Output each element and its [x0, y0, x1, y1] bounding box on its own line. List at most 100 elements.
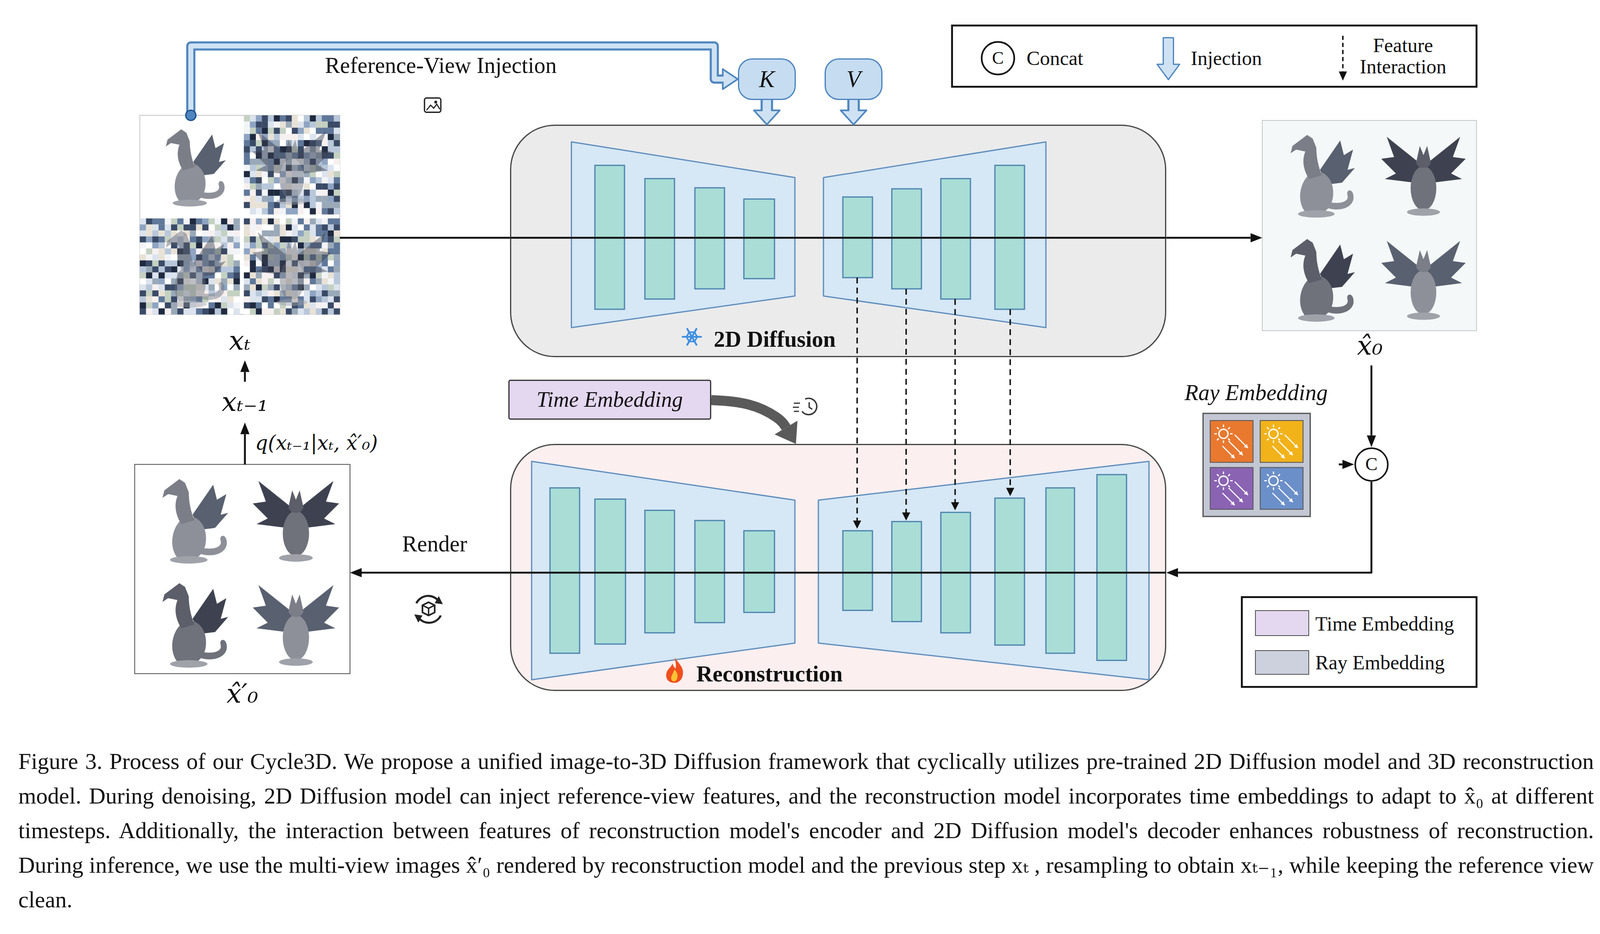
- noise-pixel: [267, 202, 275, 209]
- noise-pixel: [327, 254, 335, 261]
- network-block: [995, 497, 1025, 645]
- noise-pixel: [333, 158, 340, 165]
- label-holder: q(xₜ₋₁|xₜ, x̂′₀): [255, 431, 378, 455]
- noise-pixel: [261, 290, 268, 297]
- noise-pixel: [273, 121, 280, 128]
- noise-pixel: [250, 121, 257, 128]
- noise-pixel: [333, 165, 340, 172]
- rendered-views-image: x̂′₀: [134, 464, 350, 714]
- noise-pixel: [321, 290, 328, 297]
- noise-pixel: [285, 236, 293, 243]
- noise-pixel: [250, 260, 257, 267]
- noise-pixel: [202, 218, 209, 225]
- noise-pixel: [208, 224, 215, 231]
- noise-pixel: [190, 308, 197, 315]
- noise-pixel: [215, 302, 222, 309]
- noise-pixel: [146, 308, 153, 315]
- ray-head: [1238, 497, 1243, 503]
- noise-pixel: [291, 230, 298, 237]
- sun-ray: [1278, 427, 1280, 429]
- ray-head: [1243, 490, 1248, 495]
- connector-group: [350, 567, 510, 578]
- concat-circle: C: [1354, 447, 1389, 482]
- noise-pixel: [297, 115, 305, 122]
- noise-pixel: [158, 308, 165, 315]
- flow-line: [510, 236, 1166, 239]
- noise-pixel: [273, 230, 280, 237]
- dragon-body: [282, 615, 310, 660]
- noise-pixel: [310, 202, 317, 209]
- noise-pixel: [285, 133, 293, 140]
- ray-line: [1222, 445, 1235, 458]
- noise-pixel: [327, 158, 335, 165]
- noise-pixel: [158, 290, 165, 297]
- dragon-base: [276, 197, 308, 205]
- noisy-input-image: xₜ: [140, 115, 340, 361]
- noise-pixel: [255, 121, 263, 128]
- noise-pixel: [140, 308, 147, 315]
- noise-pixel: [303, 183, 310, 190]
- noise-pixel: [310, 121, 317, 128]
- noise-pixel: [333, 260, 340, 267]
- noise-pixel: [297, 308, 305, 315]
- noise-pixel: [250, 284, 257, 291]
- noise-pixel: [261, 284, 268, 291]
- dragon-body: [172, 620, 206, 664]
- diffusion-panel: 2D Diffusion: [510, 124, 1167, 358]
- noise-pixel: [221, 218, 228, 225]
- noise-pixel: [140, 254, 147, 261]
- noise-pixel: [273, 308, 280, 315]
- noise-pixel: [333, 195, 340, 203]
- ray-line: [1272, 492, 1285, 505]
- noise-pixel: [291, 236, 298, 243]
- feature-interaction-head: [1006, 487, 1015, 497]
- noise-pixel: [255, 290, 263, 297]
- sun-ray: [1230, 432, 1233, 435]
- noise-pixel: [243, 189, 250, 196]
- dragon-base: [276, 298, 308, 306]
- render-arrow: [361, 571, 511, 574]
- noise-pixel: [233, 308, 240, 315]
- legend-swatch: [1255, 610, 1310, 636]
- dragon-figure: [162, 478, 229, 564]
- noise-pixel: [327, 202, 335, 209]
- noise-pixel: [310, 195, 317, 203]
- noise-pixel: [280, 224, 287, 231]
- connector-label: q(xₜ₋₁|xₜ, x̂′₀): [255, 431, 378, 455]
- dragon-body: [172, 516, 206, 560]
- dragon-base: [1297, 314, 1335, 322]
- noise-pixel: [297, 236, 305, 243]
- noise-pixel: [321, 278, 328, 285]
- noise-pixel: [333, 308, 340, 315]
- noise-pixel: [255, 242, 263, 249]
- noise-pixel: [146, 272, 153, 279]
- image-frame: [134, 464, 350, 674]
- noise-pixel: [152, 296, 159, 303]
- noise-pixel: [140, 242, 147, 249]
- connector-group: [840, 100, 867, 125]
- node-text: K: [759, 65, 775, 93]
- noise-pixel: [321, 195, 328, 203]
- sun-icon: [1268, 475, 1278, 485]
- noise-pixel: [315, 202, 323, 209]
- noise-pixel: [321, 272, 328, 279]
- sun-ray: [1222, 424, 1225, 428]
- dragon-head: [285, 139, 299, 160]
- node-text: 2D Diffusion: [711, 326, 839, 353]
- noise-pixel: [140, 278, 147, 285]
- noise-pixel: [250, 242, 257, 249]
- network-block: [842, 530, 873, 610]
- noise-pixel: [261, 115, 268, 122]
- ray-cell: [1260, 420, 1303, 463]
- connector-group: [1166, 481, 1372, 578]
- noise-pixel: [202, 224, 209, 231]
- clock-icon: [802, 398, 817, 415]
- noise-pixel: [303, 121, 310, 128]
- noise-pixel: [255, 218, 263, 225]
- ray-icon-frame: [1202, 413, 1310, 517]
- noise-pixel: [140, 284, 147, 291]
- noise-pixel: [221, 296, 228, 303]
- symbol-letter: C: [992, 47, 1004, 68]
- noise-pixel: [243, 177, 250, 184]
- noise-pixel: [315, 218, 323, 225]
